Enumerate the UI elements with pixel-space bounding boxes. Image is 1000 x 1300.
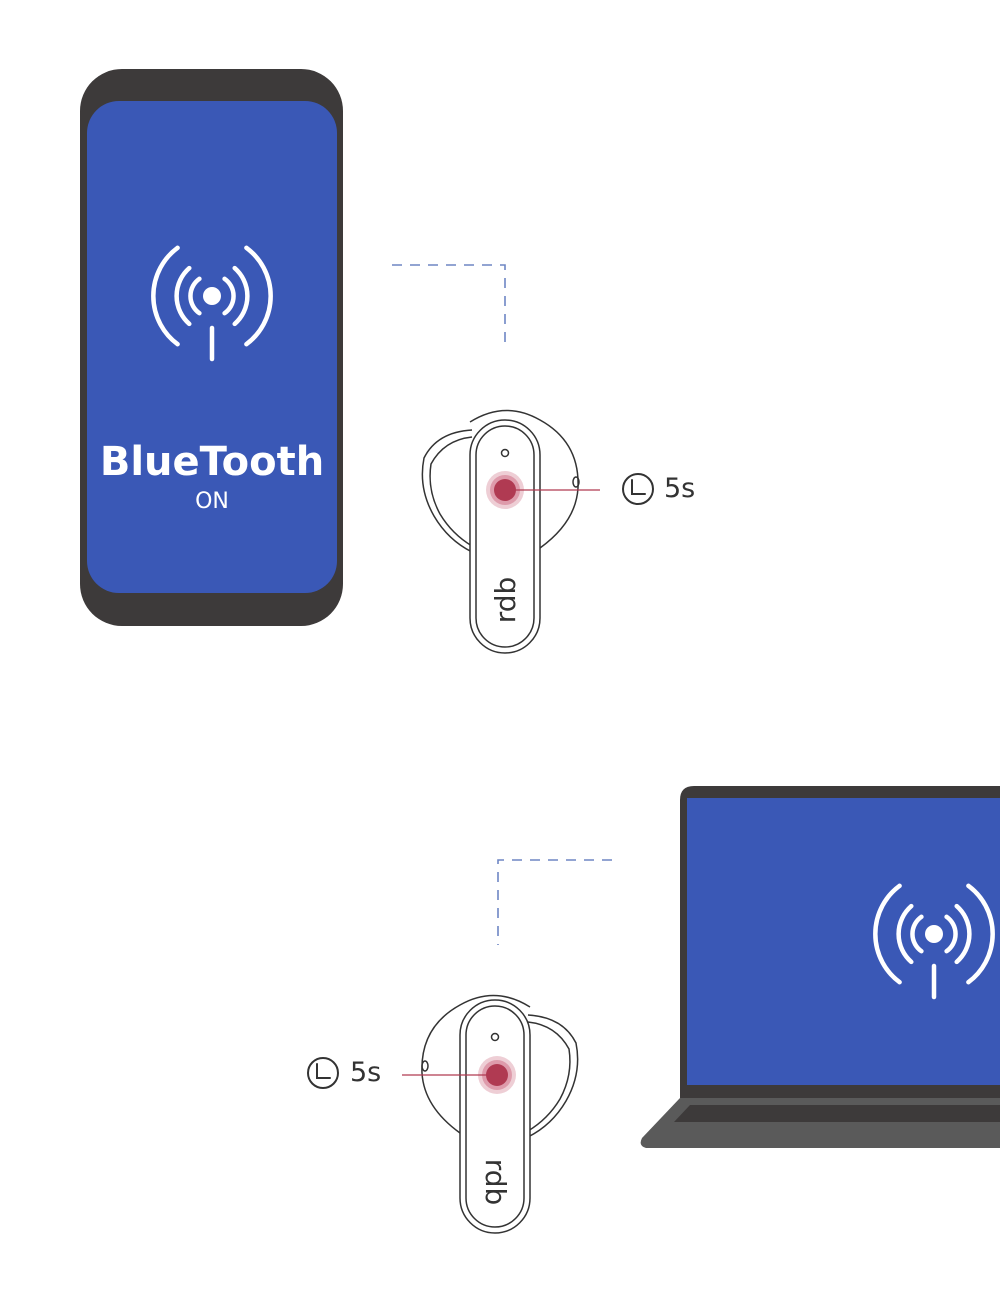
laptop-keyboard — [674, 1105, 1000, 1122]
earbud-right-logo: rdb — [489, 577, 522, 624]
earbud-left-head — [421, 994, 531, 1134]
earbud-left-stem-inner — [465, 1005, 525, 1228]
earbud-left-mic — [490, 1032, 500, 1042]
earbud-left-logo: rdb — [479, 1159, 512, 1206]
connector-laptop-earbud — [497, 859, 612, 945]
laptop-screen — [687, 798, 1000, 1085]
earbud-right-shell — [421, 429, 473, 553]
earbud-left-shell — [527, 1014, 579, 1138]
earbud-right-head — [469, 409, 579, 549]
earbud-left: rdb — [421, 994, 579, 1234]
broadcast-signal-icon — [151, 245, 273, 362]
earbud-left-stem — [459, 999, 531, 1234]
hold-time-left: 5s — [350, 1057, 381, 1088]
earbud-right-stem — [469, 419, 541, 654]
bluetooth-title: BlueTooth — [100, 439, 324, 485]
bluetooth-status: ON — [195, 489, 229, 514]
earbud-left-shell-inner — [527, 1021, 571, 1132]
earbud-right: rdb — [421, 409, 580, 654]
earbud-right-mic — [500, 448, 510, 458]
smartphone: BlueTooth ON — [80, 69, 343, 626]
hold-time-right: 5s — [664, 473, 695, 504]
earbud-right-stem-inner — [475, 425, 535, 648]
clock-icon — [307, 1057, 339, 1089]
earbud-right-nozzle — [572, 476, 580, 488]
clock-icon — [622, 473, 654, 505]
earbud-left-nozzle — [421, 1060, 429, 1072]
earbud-right-shell-inner — [429, 436, 473, 547]
laptop — [640, 786, 1000, 1148]
broadcast-signal-icon — [873, 883, 995, 1000]
connector-phone-earbud — [392, 264, 506, 350]
